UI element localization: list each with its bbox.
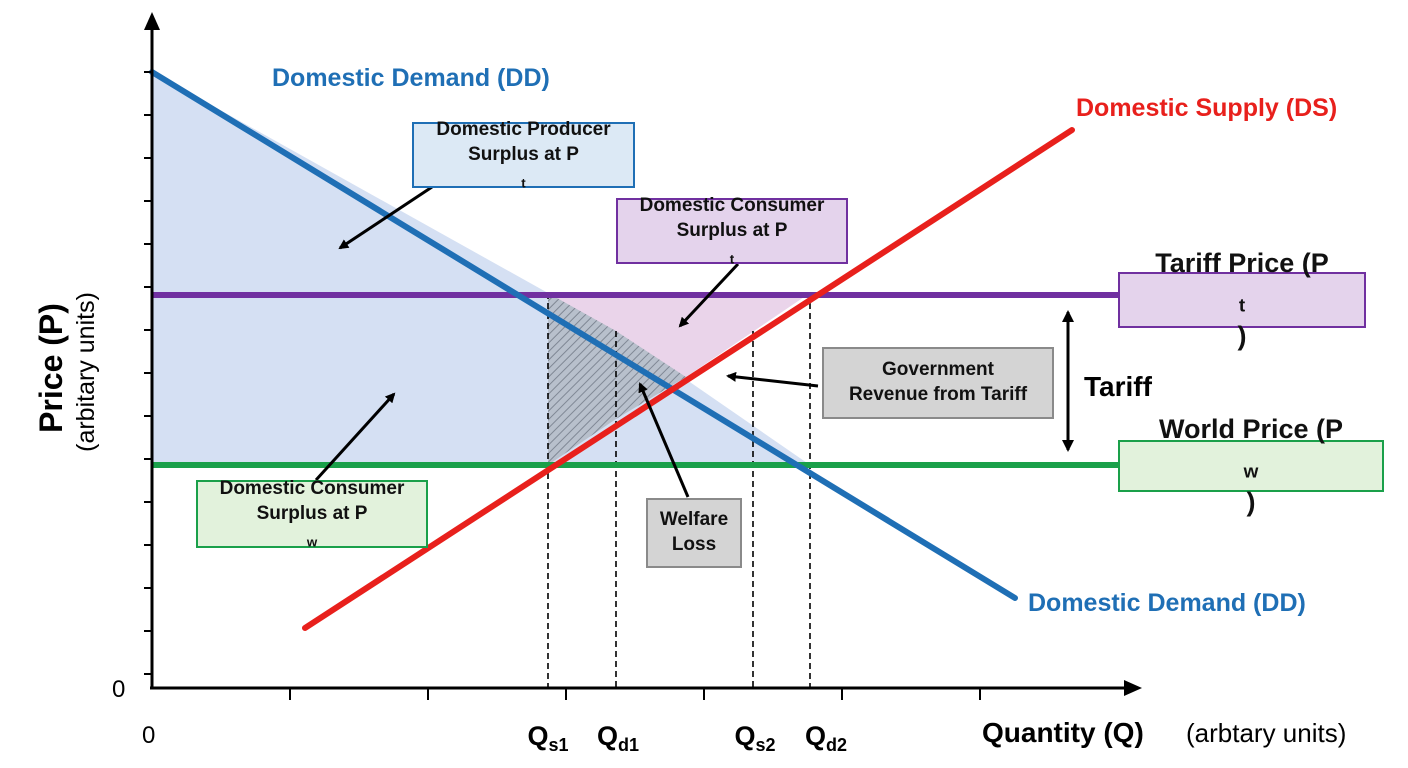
welfare-loss-area	[548, 293, 616, 465]
producer-surplus-arrow	[338, 185, 433, 250]
supply-curve	[302, 127, 1075, 631]
demand-label-bottom: Domestic Demand (DD)	[1028, 589, 1306, 617]
welfare-loss-arrow	[638, 382, 690, 498]
x-axis-unit: (arbtary units)	[1186, 718, 1346, 748]
consumer-surplus-pt-arrow	[678, 262, 740, 328]
origin-y-label: 0	[112, 676, 125, 703]
consumer-surplus-pw-arrow	[314, 392, 396, 482]
demand-curve	[149, 69, 1018, 601]
y-axis-title: Price (P)	[33, 303, 69, 433]
origin-x-label: 0	[142, 722, 155, 749]
x-axis-title: Quantity (Q)	[982, 717, 1144, 748]
blue-surplus-area	[152, 72, 548, 465]
demand-label-top: Domestic Demand (DD)	[272, 64, 550, 92]
qs1-label: Qs1	[527, 721, 568, 755]
consumer-surplus-pt-area	[548, 293, 810, 377]
government-revenue-arrow	[726, 371, 819, 388]
qd1-label: Qd1	[597, 721, 639, 755]
y-axis-ticks	[144, 71, 152, 675]
supply-label: Domestic Supply (DS)	[1076, 94, 1337, 122]
x-axis-ticks	[289, 688, 981, 700]
welfare-loss-callout: Welfare Loss	[646, 498, 742, 568]
y-axis-unit: (arbitary units)	[72, 292, 100, 452]
government-revenue-callout: Government Revenue from Tariff	[822, 347, 1054, 419]
tariff-label: Tariff	[1084, 371, 1153, 402]
qs2-label: Qs2	[734, 721, 775, 755]
x-axis-arrow	[1124, 680, 1142, 696]
qd2-label: Qd2	[805, 721, 847, 755]
y-axis-arrow	[144, 12, 160, 30]
